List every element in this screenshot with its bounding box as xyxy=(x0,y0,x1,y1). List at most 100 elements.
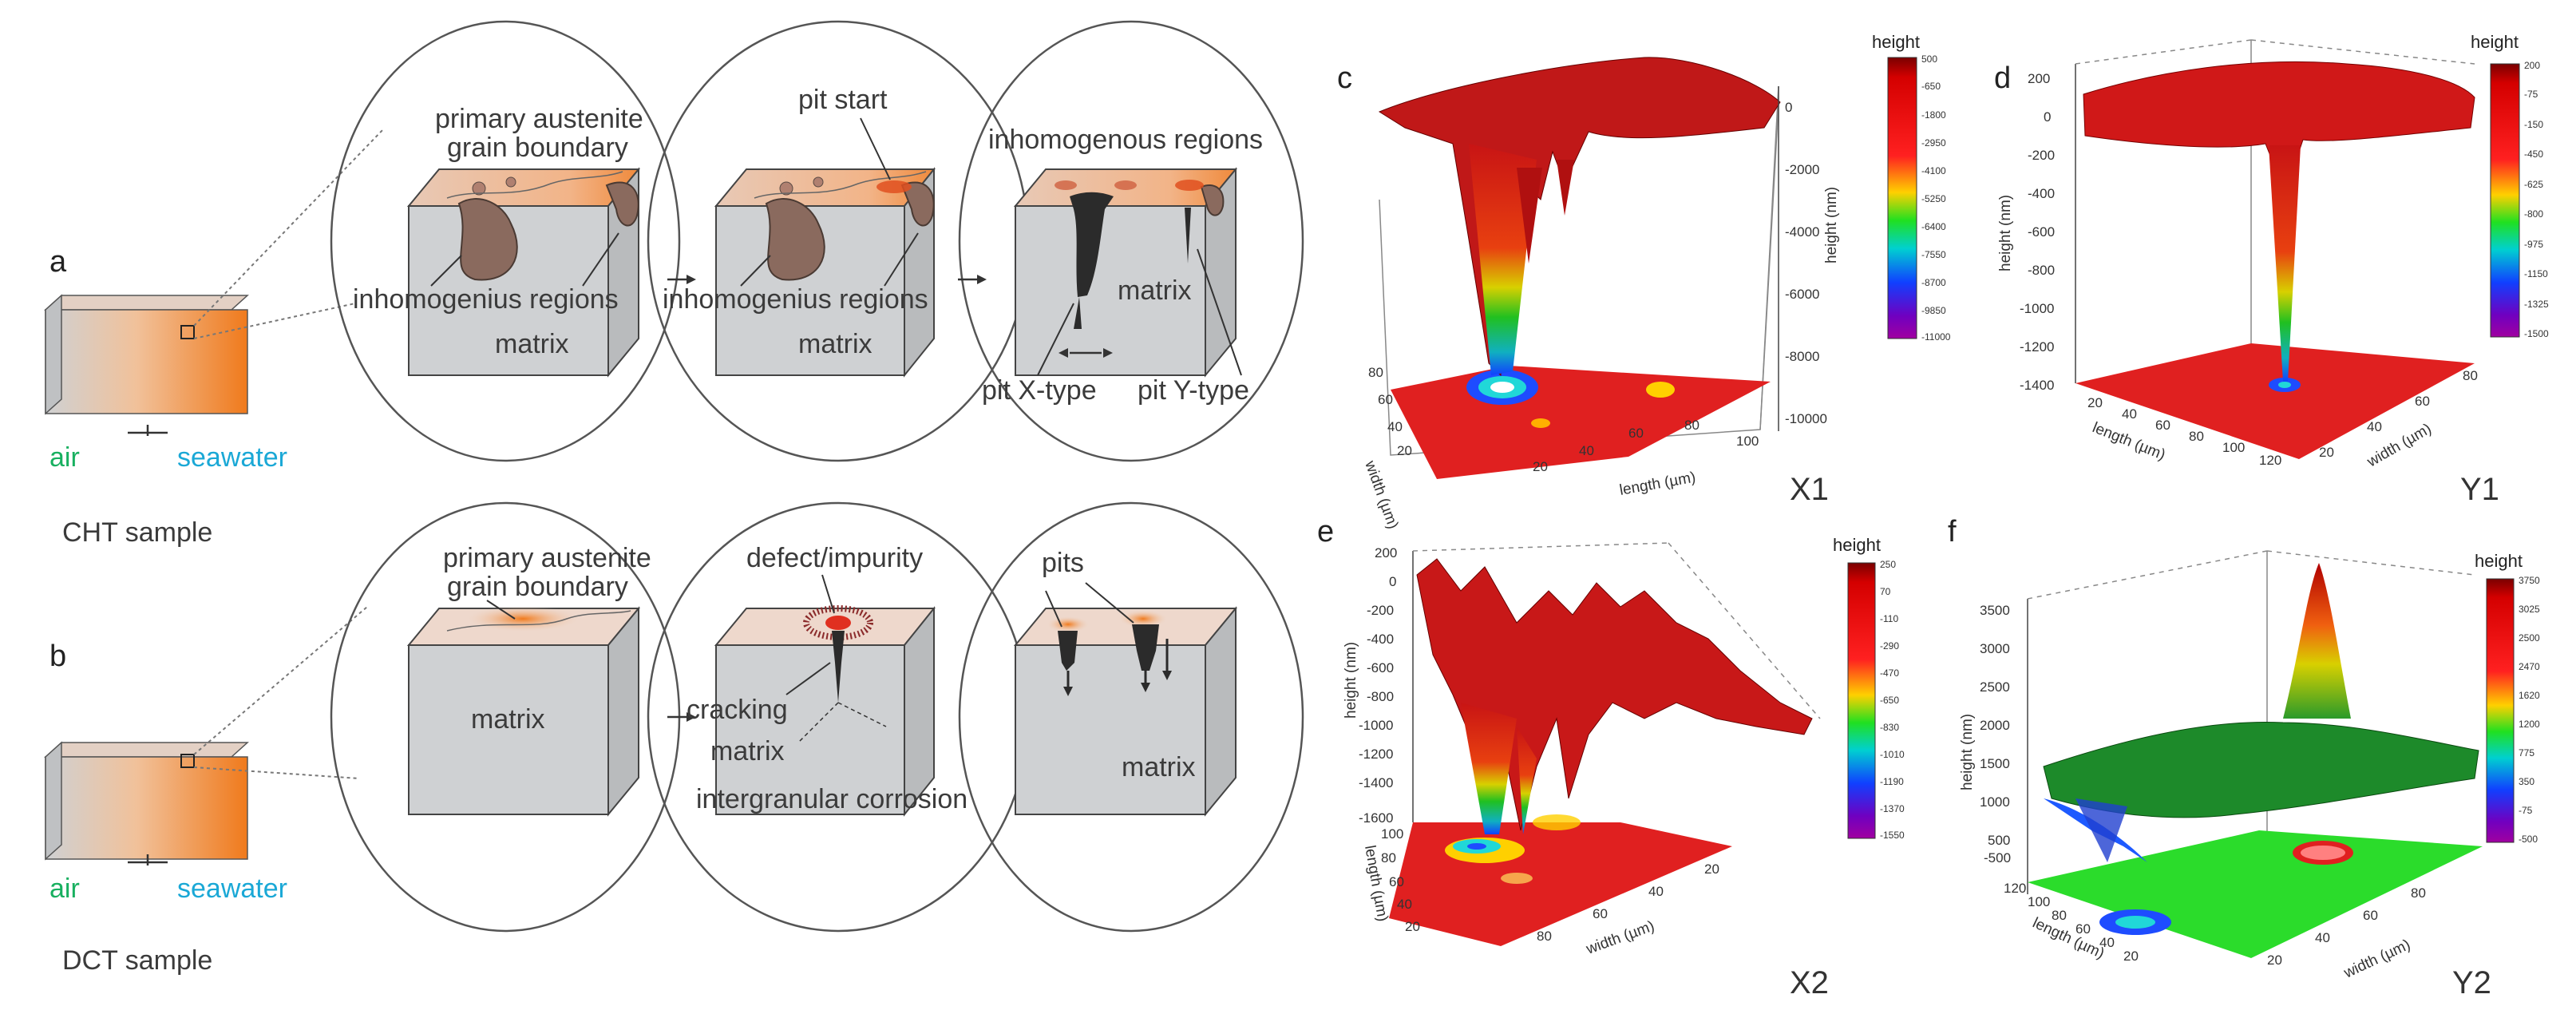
z-tick: -1200 xyxy=(1359,747,1393,762)
x-tick: 100 xyxy=(1736,434,1759,449)
cb-tick: 250 xyxy=(1880,559,1896,570)
pit xyxy=(1132,624,1159,671)
bottom1-title2: grain boundary xyxy=(447,572,628,602)
pit-y xyxy=(1185,208,1191,263)
z-tick: 1500 xyxy=(1980,756,2010,771)
base-map xyxy=(2028,830,2483,958)
pit-x xyxy=(1070,192,1114,297)
y-tick: 80 xyxy=(1368,365,1383,380)
z-axis-label: height (nm) xyxy=(1823,187,1840,263)
cb-tick: 1200 xyxy=(2519,719,2540,730)
x-tick: 60 xyxy=(2363,908,2378,923)
x-tick: 20 xyxy=(1704,862,1719,877)
y-tick: 80 xyxy=(2463,368,2478,383)
z-ticks: 0 -2000 -4000 -6000 -8000 -10000 xyxy=(1785,100,1827,426)
panel-label-c: c xyxy=(1337,61,1352,95)
top3-title: inhomogenous regions xyxy=(988,125,1263,155)
z-tick: -800 xyxy=(2028,263,2055,278)
step-arrow xyxy=(667,275,696,284)
step-arrow xyxy=(958,275,987,284)
inhomogeneous-region xyxy=(457,198,518,281)
sample-b: b air seawater DCT sample xyxy=(44,606,368,976)
z-tick: 3000 xyxy=(1980,641,2010,656)
panel-label-b: b xyxy=(49,640,66,673)
cb-tick: -290 xyxy=(1880,640,1899,652)
bubble-top-3 xyxy=(958,20,1304,462)
cb-tick: -1150 xyxy=(2524,268,2548,279)
z-tick: 200 xyxy=(1375,545,1397,560)
cb-tick: -75 xyxy=(2524,89,2538,100)
x-ticks: 20 40 60 80 100 120 xyxy=(2087,395,2281,468)
x-ticks: 20 40 60 80 100 xyxy=(1533,418,1759,474)
top1-title: primary austenite xyxy=(435,104,643,134)
cb-tick: -650 xyxy=(1880,695,1899,706)
cb-tick: 200 xyxy=(2524,60,2540,71)
top-cube-1: primary austenite grain boundary inhomog… xyxy=(353,104,643,378)
bubble-top-1 xyxy=(330,20,681,462)
y-ticks: 20 40 60 80 xyxy=(2319,368,2478,460)
y-tick: 80 xyxy=(1381,850,1396,865)
y-axis-label: width (µm) xyxy=(1361,458,1402,532)
air-label: air xyxy=(49,442,80,473)
z-tick: -400 xyxy=(1367,632,1394,647)
cb-tick: 3025 xyxy=(2519,604,2540,615)
y-tick: 40 xyxy=(1397,897,1412,912)
y-tick: 60 xyxy=(1378,392,1393,407)
panel-label-d: d xyxy=(1994,61,2011,95)
y-tick: 20 xyxy=(1397,443,1412,458)
pit xyxy=(1058,631,1078,671)
air-label: air xyxy=(49,873,80,904)
cb-tick: -470 xyxy=(1880,667,1899,679)
surface xyxy=(2043,721,2479,818)
x-tick: 40 xyxy=(1648,884,1664,899)
x-tick: 60 xyxy=(1628,426,1644,441)
sample-a-zoom-box xyxy=(180,325,195,339)
zoom-line xyxy=(193,129,384,327)
bottom2-title: defect/impurity xyxy=(746,543,923,573)
panel-label-f: f xyxy=(1948,515,1957,549)
x-tick: 80 xyxy=(2189,429,2204,444)
intergranular-label: intergranular corrosion xyxy=(696,784,967,814)
cb-tick: -650 xyxy=(1921,81,1941,92)
sample-b-body xyxy=(45,756,248,860)
cb-tick: 500 xyxy=(1921,53,1937,65)
cb-tick: -1190 xyxy=(1880,776,1904,787)
zoom-line xyxy=(193,303,356,339)
z-axis-label: height (nm) xyxy=(1959,714,1976,790)
z-tick: 0 xyxy=(2044,109,2051,125)
cb-tick: -625 xyxy=(2524,179,2543,190)
z-tick: -4000 xyxy=(1785,224,1819,240)
cb-tick: -5250 xyxy=(1921,193,1946,204)
legend-title: height xyxy=(1872,32,1920,52)
z-tick: -600 xyxy=(1367,660,1394,675)
top3-matrix: matrix xyxy=(1118,275,1192,306)
sample-a-body xyxy=(45,309,248,414)
z-tick: 200 xyxy=(2028,71,2050,86)
peak xyxy=(2283,563,2351,719)
cb-tick: 3750 xyxy=(2519,575,2540,586)
y-ticks: 20 40 60 80 xyxy=(1368,365,1412,458)
seawater-label: seawater xyxy=(177,873,287,904)
colorbar xyxy=(2486,578,2515,843)
z-axis-label: height (nm) xyxy=(1343,642,1359,719)
z-tick: -600 xyxy=(2028,224,2055,240)
cb-tick: -1370 xyxy=(1880,803,1905,814)
cb-tick: -830 xyxy=(1880,722,1899,733)
defect-core xyxy=(825,616,851,630)
colorbar-ticks: 500 -650 -1800 -2950 -4100 -5250 -6400 -… xyxy=(1921,53,1951,343)
bottom3-matrix: matrix xyxy=(1122,752,1196,782)
zoom-line xyxy=(193,606,368,755)
cb-tick: -800 xyxy=(2524,208,2543,220)
sample-caption-dct: DCT sample xyxy=(62,945,212,976)
y-tick: 40 xyxy=(2099,935,2115,950)
z-tick: -1000 xyxy=(2020,301,2054,316)
z-tick: -1400 xyxy=(1359,775,1393,790)
z-tick: -1600 xyxy=(1359,810,1393,826)
z-tick: -10000 xyxy=(1785,411,1827,426)
top1-matrix: matrix xyxy=(495,329,569,359)
top-cube-2: pit start inhomogenius regions matrix xyxy=(663,85,936,378)
z-ticks: 200 0 -200 -400 -600 -800 -1000 -1200 -1… xyxy=(2020,71,2055,393)
seawater-label: seawater xyxy=(177,442,287,473)
x-tick: 100 xyxy=(2222,440,2245,455)
